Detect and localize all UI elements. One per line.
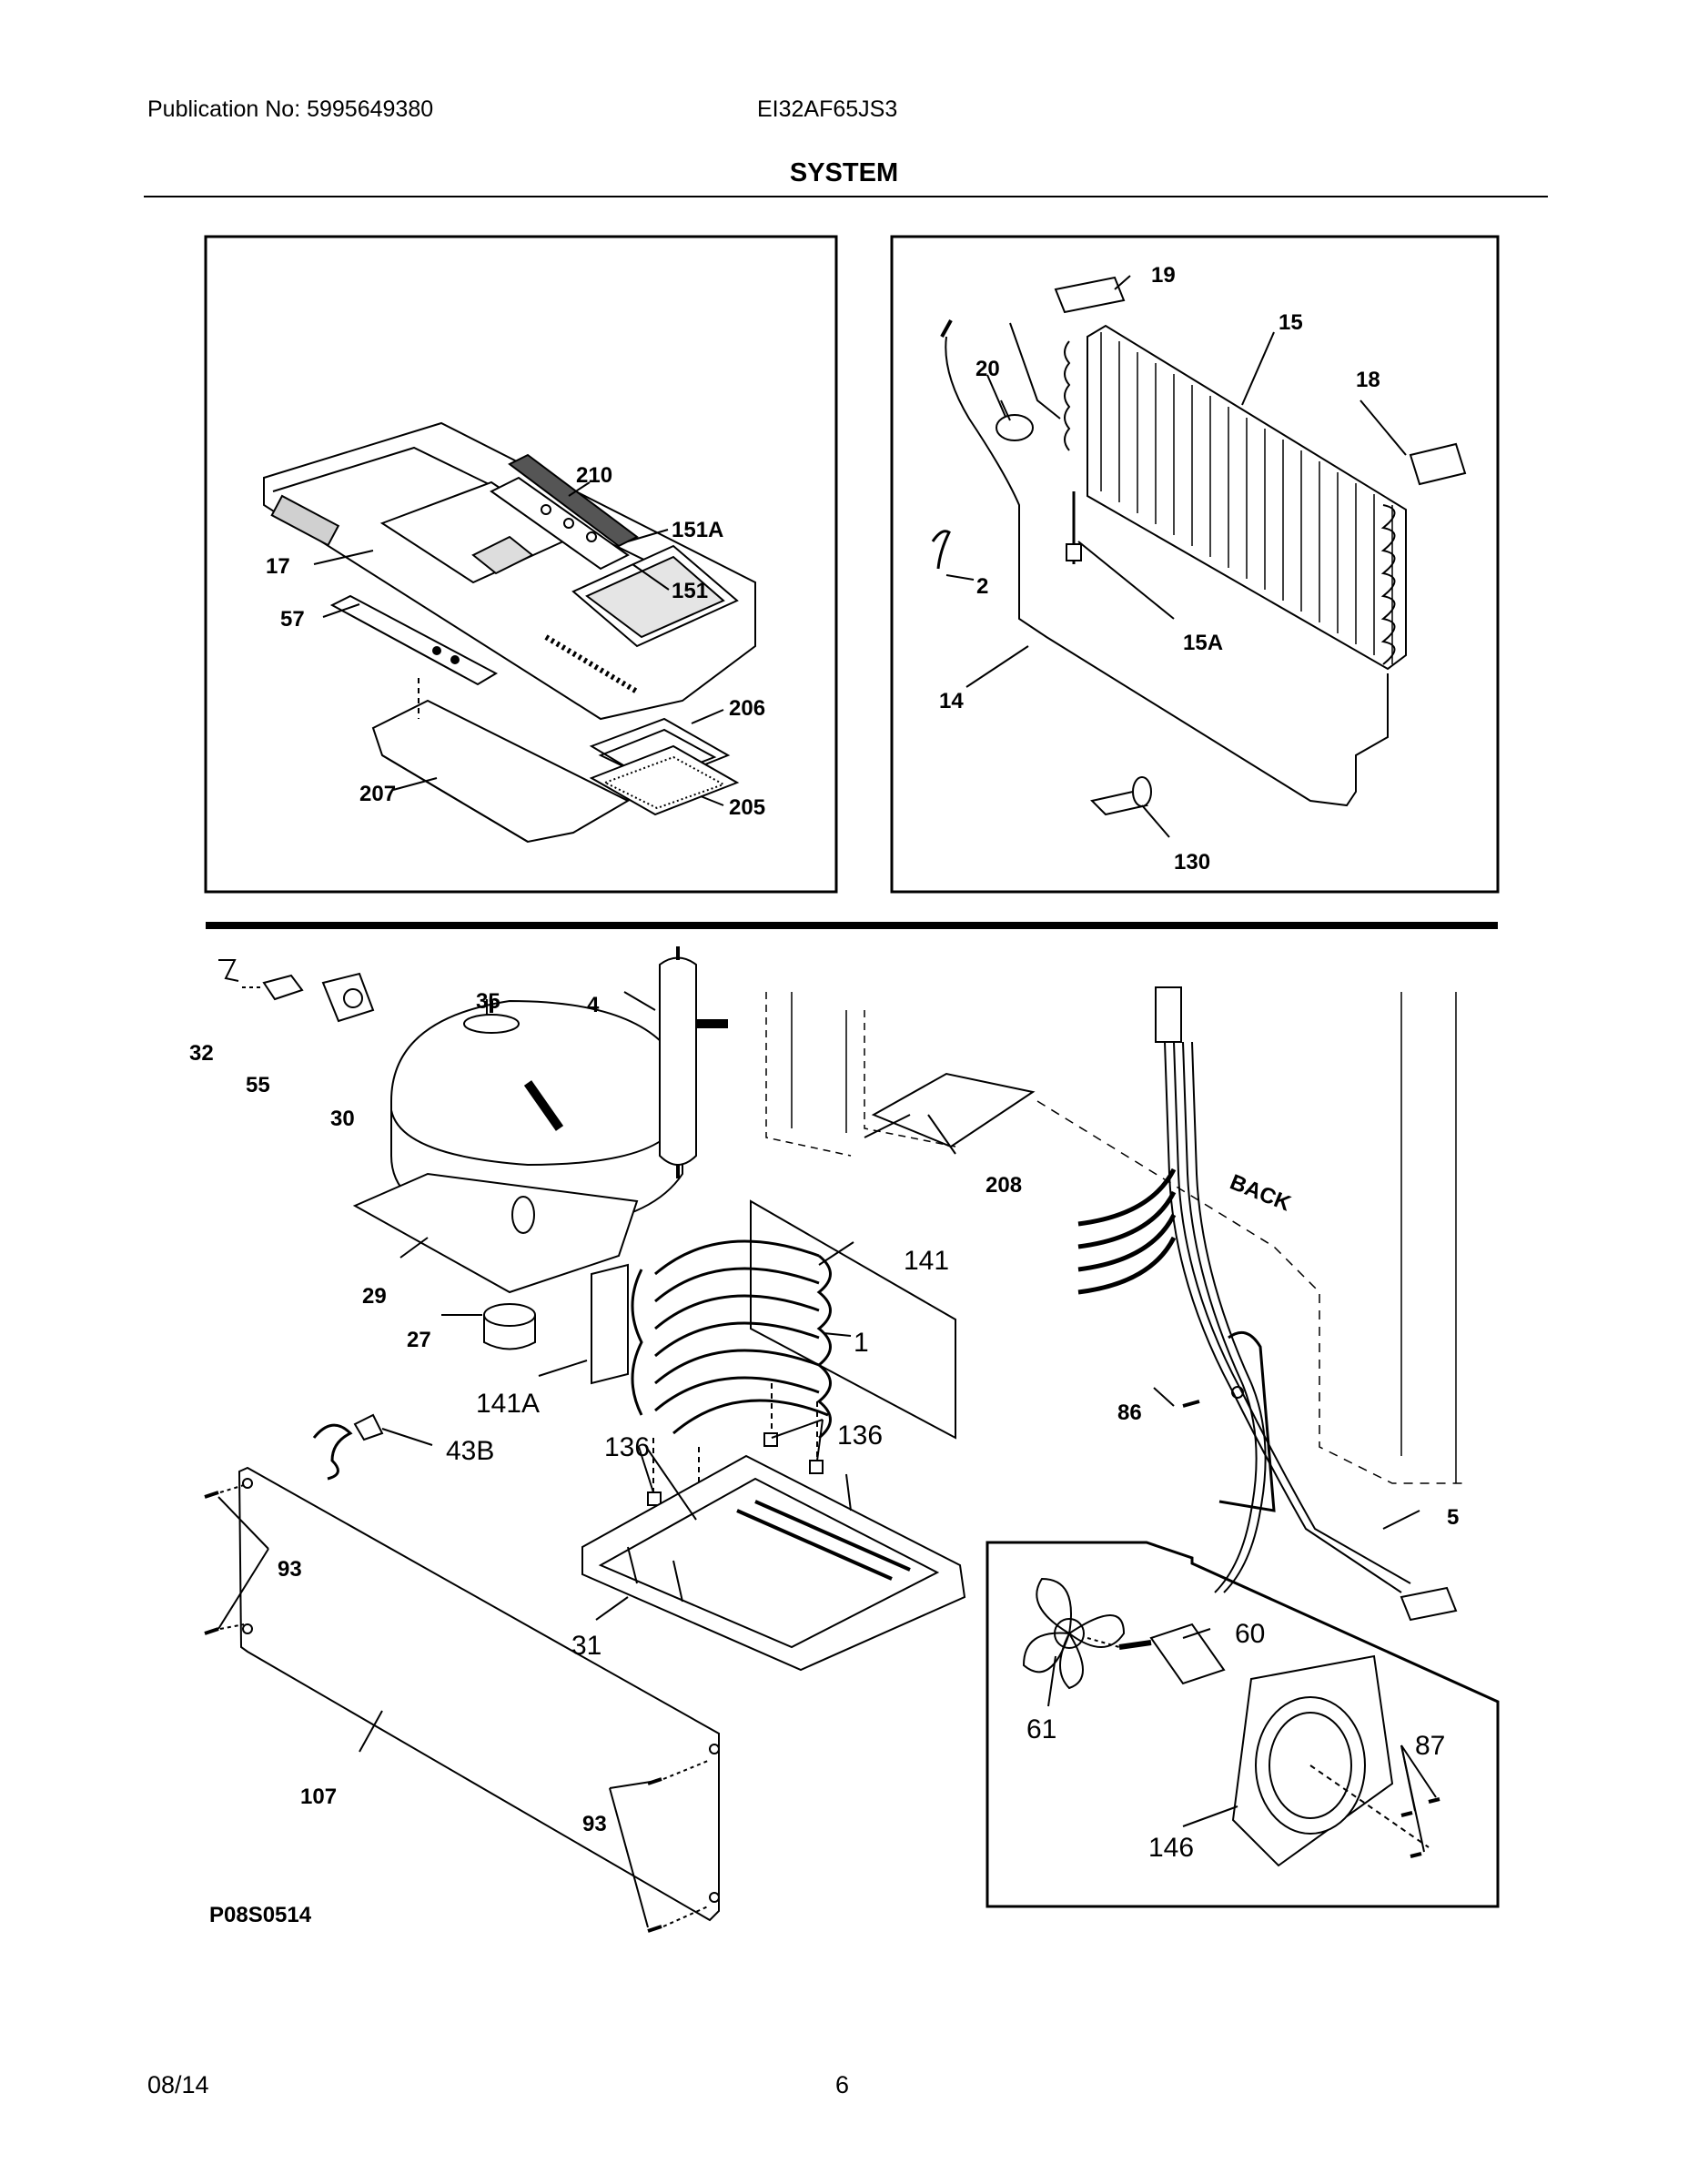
- footer-date: 08/14: [147, 2071, 209, 2098]
- diagram-code: P08S0514: [209, 1903, 312, 1927]
- panel-evaporator: [890, 235, 1500, 894]
- back-orientation-label: BACK: [1227, 1170, 1295, 1217]
- callout-205: 205: [729, 795, 765, 820]
- back-panel-section: [204, 1466, 720, 1933]
- callout-55: 55: [246, 1073, 270, 1097]
- callout-27: 27: [407, 1328, 431, 1352]
- callout-15A: 15A: [1183, 631, 1223, 655]
- panel-control-housing: [204, 235, 838, 894]
- callout-31: 31: [571, 1631, 601, 1661]
- fan-inset-frame: [986, 1541, 1500, 1908]
- callout-107: 107: [300, 1785, 337, 1809]
- publication-number: Publication No: 5995649380: [147, 96, 434, 122]
- callout-29: 29: [362, 1284, 387, 1309]
- callout-151: 151: [672, 579, 708, 603]
- callout-60: 60: [1235, 1619, 1265, 1649]
- callout-30: 30: [330, 1107, 355, 1131]
- callout-19: 19: [1151, 263, 1176, 288]
- control-housing-drawing: [263, 421, 756, 844]
- callout-141: 141: [904, 1246, 949, 1276]
- power-cord-section: [1077, 986, 1458, 1622]
- callout-86: 86: [1117, 1400, 1142, 1425]
- callout-20: 20: [975, 357, 1000, 381]
- callout-206: 206: [729, 696, 765, 721]
- callout-32: 32: [189, 1041, 214, 1066]
- callout-136-right: 136: [837, 1421, 883, 1451]
- callout-18: 18: [1356, 368, 1380, 392]
- model-number: EI32AF65JS3: [757, 96, 898, 122]
- callout-210: 210: [576, 463, 612, 488]
- callout-17: 17: [266, 554, 290, 579]
- callout-141A: 141A: [476, 1389, 540, 1419]
- callout-4: 4: [587, 993, 600, 1017]
- callout-15: 15: [1279, 310, 1303, 335]
- page-number: 6: [835, 2071, 850, 2098]
- callout-130: 130: [1174, 850, 1210, 875]
- callout-2: 2: [976, 574, 988, 599]
- callout-57: 57: [280, 607, 305, 632]
- callout-61: 61: [1026, 1714, 1056, 1744]
- callout-93-upper: 93: [278, 1557, 302, 1582]
- callout-146: 146: [1148, 1833, 1194, 1863]
- section-divider: [206, 922, 1498, 929]
- callout-93-lower: 93: [582, 1812, 607, 1836]
- callout-208: 208: [986, 1173, 1022, 1198]
- title-divider: [144, 196, 1548, 197]
- callout-207: 207: [359, 782, 396, 806]
- callout-43B: 43B: [446, 1436, 494, 1466]
- evaporator-drawing: [931, 276, 1467, 816]
- compressor-section: [218, 946, 728, 1350]
- cabinet-outline: [765, 992, 1465, 1484]
- callout-35: 35: [476, 989, 500, 1014]
- page-title: SYSTEM: [789, 158, 899, 187]
- callout-151A: 151A: [672, 518, 723, 542]
- fan-inset: [986, 1541, 1500, 1908]
- callout-1: 1: [854, 1328, 869, 1358]
- callout-14: 14: [939, 689, 964, 713]
- condenser-section: [312, 1199, 966, 1672]
- callout-87: 87: [1415, 1731, 1445, 1761]
- callout-5: 5: [1447, 1505, 1459, 1530]
- callout-136-left: 136: [604, 1432, 650, 1462]
